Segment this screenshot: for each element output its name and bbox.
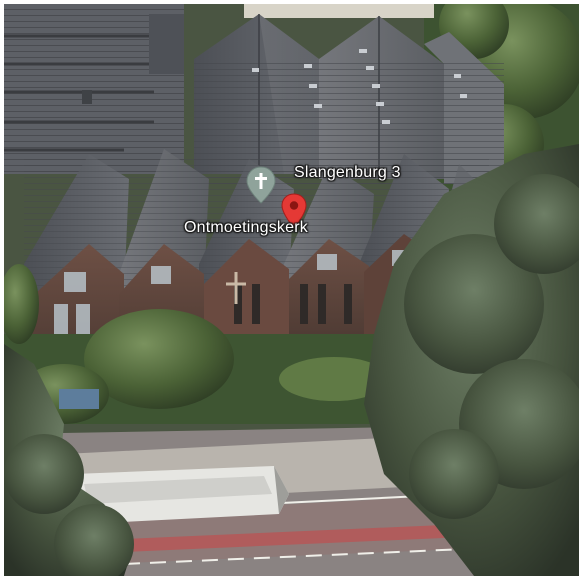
red-pin-icon[interactable]: [281, 193, 307, 229]
map-viewport[interactable]: Slangenburg 3 Ontmoetingskerk: [4, 4, 579, 576]
place-name-label[interactable]: Ontmoetingskerk: [184, 219, 308, 236]
front-trees: [4, 264, 424, 424]
left-rooftops: [4, 4, 184, 174]
left-foreground-trees: [4, 344, 134, 576]
right-foreground-trees: [364, 144, 579, 576]
satellite-3d-scene[interactable]: [4, 4, 579, 576]
church-cross-icon[interactable]: [246, 166, 276, 204]
street-address-label: Slangenburg 3: [294, 164, 401, 181]
church-back-roofs: [194, 14, 504, 184]
